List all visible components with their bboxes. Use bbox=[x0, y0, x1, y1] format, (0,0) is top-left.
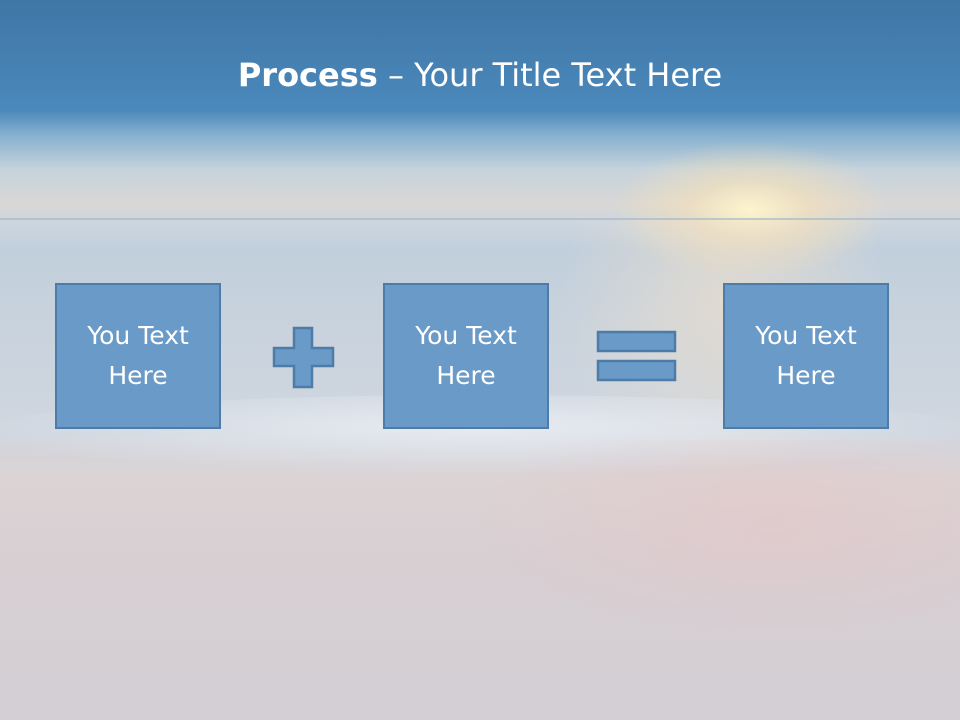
horizon-line bbox=[0, 218, 960, 220]
title-bold: Process bbox=[237, 56, 378, 94]
sand-glow bbox=[470, 440, 960, 640]
process-box-1-label: You Text Here bbox=[87, 321, 189, 390]
process-box-2-label: You Text Here bbox=[415, 321, 517, 390]
equals-icon bbox=[596, 330, 677, 382]
title-rest: – Your Title Text Here bbox=[377, 56, 723, 94]
process-box-1[interactable]: You Text Here bbox=[55, 283, 221, 429]
slide-title[interactable]: Process – Your Title Text Here bbox=[0, 50, 960, 100]
process-box-2[interactable]: You Text Here bbox=[383, 283, 549, 429]
process-box-3[interactable]: You Text Here bbox=[723, 283, 889, 429]
plus-icon bbox=[272, 326, 335, 389]
process-box-3-label: You Text Here bbox=[755, 321, 857, 390]
